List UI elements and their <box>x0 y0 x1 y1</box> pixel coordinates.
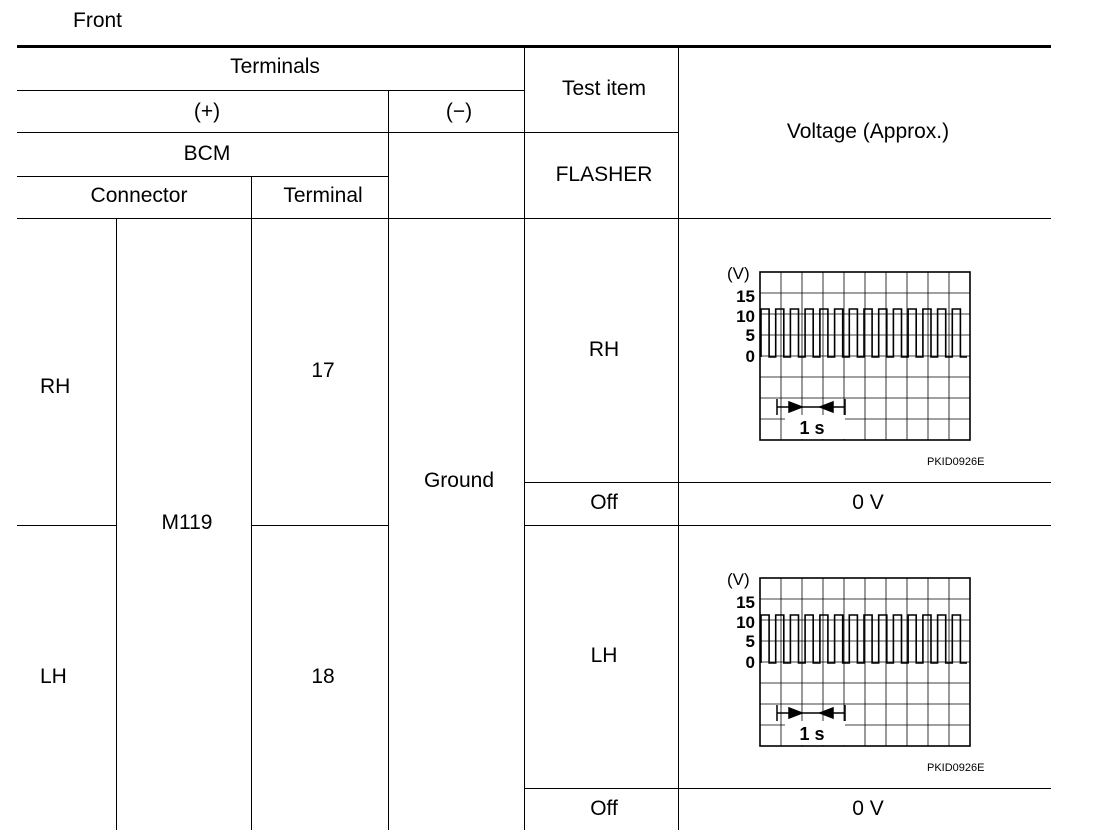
col-rule-test <box>524 45 525 830</box>
row-rh-off-voltage: 0 V <box>852 491 884 514</box>
row-lh-off-voltage: 0 V <box>852 797 884 820</box>
rule-rh-off <box>524 482 1051 483</box>
connector-value: M119 <box>161 511 213 534</box>
row-lh-side: LH <box>40 665 67 688</box>
header-voltage: Voltage (Approx.) <box>786 120 950 143</box>
row-lh-test-item: LH <box>590 644 618 667</box>
wf-grid <box>759 577 971 747</box>
wf-unit: (V) <box>727 264 750 283</box>
row-rh-terminal: 17 <box>311 359 335 382</box>
wf-y-label-15: 15 <box>736 287 755 306</box>
header-bcm: BCM <box>183 142 231 165</box>
rule-under-terminals <box>17 90 524 91</box>
lh-figure-code: PKID0926E <box>927 762 985 774</box>
header-terminal: Terminal <box>283 184 363 207</box>
col-rule-voltage <box>678 45 679 830</box>
row-rh-test-item: RH <box>588 338 620 361</box>
wf-unit: (V) <box>727 570 750 589</box>
table-top-rule <box>17 45 1051 48</box>
header-connector: Connector <box>90 184 188 207</box>
wf-trace <box>760 308 967 358</box>
row-rh-side: RH <box>40 375 71 398</box>
row-lh-off-item: Off <box>590 797 618 820</box>
lh-waveform-chart: (V) 15 10 5 0 1 s <box>727 570 971 747</box>
wf-time-label: 1 s <box>799 418 824 438</box>
wf-time-marker <box>776 399 846 415</box>
wf-y-label-5: 5 <box>746 326 755 345</box>
rh-waveform-chart: (V) 15 10 5 0 1 s <box>727 264 971 441</box>
rh-figure-code: PKID0926E <box>927 456 985 468</box>
wf-y-label-0: 0 <box>746 347 755 366</box>
rule-lh-off <box>524 788 1051 789</box>
rule-under-header <box>17 218 1051 219</box>
rule-row-split-b <box>251 525 388 526</box>
wf-grid <box>759 271 971 441</box>
col-rule-terminal <box>251 176 252 830</box>
row-lh-terminal: 18 <box>311 665 335 688</box>
col-rule-minus <box>388 90 389 830</box>
rule-under-polarity <box>17 132 679 133</box>
rule-row-split-c <box>524 525 1051 526</box>
ground-value: Ground <box>423 469 495 492</box>
wf-y-label-15: 15 <box>736 593 755 612</box>
row-rh-off-item: Off <box>590 491 618 514</box>
header-plus: (+) <box>193 100 221 123</box>
wf-y-label-10: 10 <box>736 307 755 326</box>
wf-y-label-5: 5 <box>746 632 755 651</box>
header-flasher: FLASHER <box>555 163 653 186</box>
caption: Front <box>73 9 123 32</box>
wf-trace <box>760 614 967 664</box>
wf-y-label-10: 10 <box>736 613 755 632</box>
rule-row-split-a <box>17 525 116 526</box>
header-test-item: Test item <box>561 77 647 100</box>
wf-y-label-0: 0 <box>746 653 755 672</box>
col-rule-connector <box>116 218 117 830</box>
wf-time-label: 1 s <box>799 724 824 744</box>
header-minus: (−) <box>445 100 473 123</box>
header-terminals: Terminals <box>230 55 320 78</box>
rule-under-bcm <box>17 176 388 177</box>
wf-time-marker <box>776 705 846 721</box>
